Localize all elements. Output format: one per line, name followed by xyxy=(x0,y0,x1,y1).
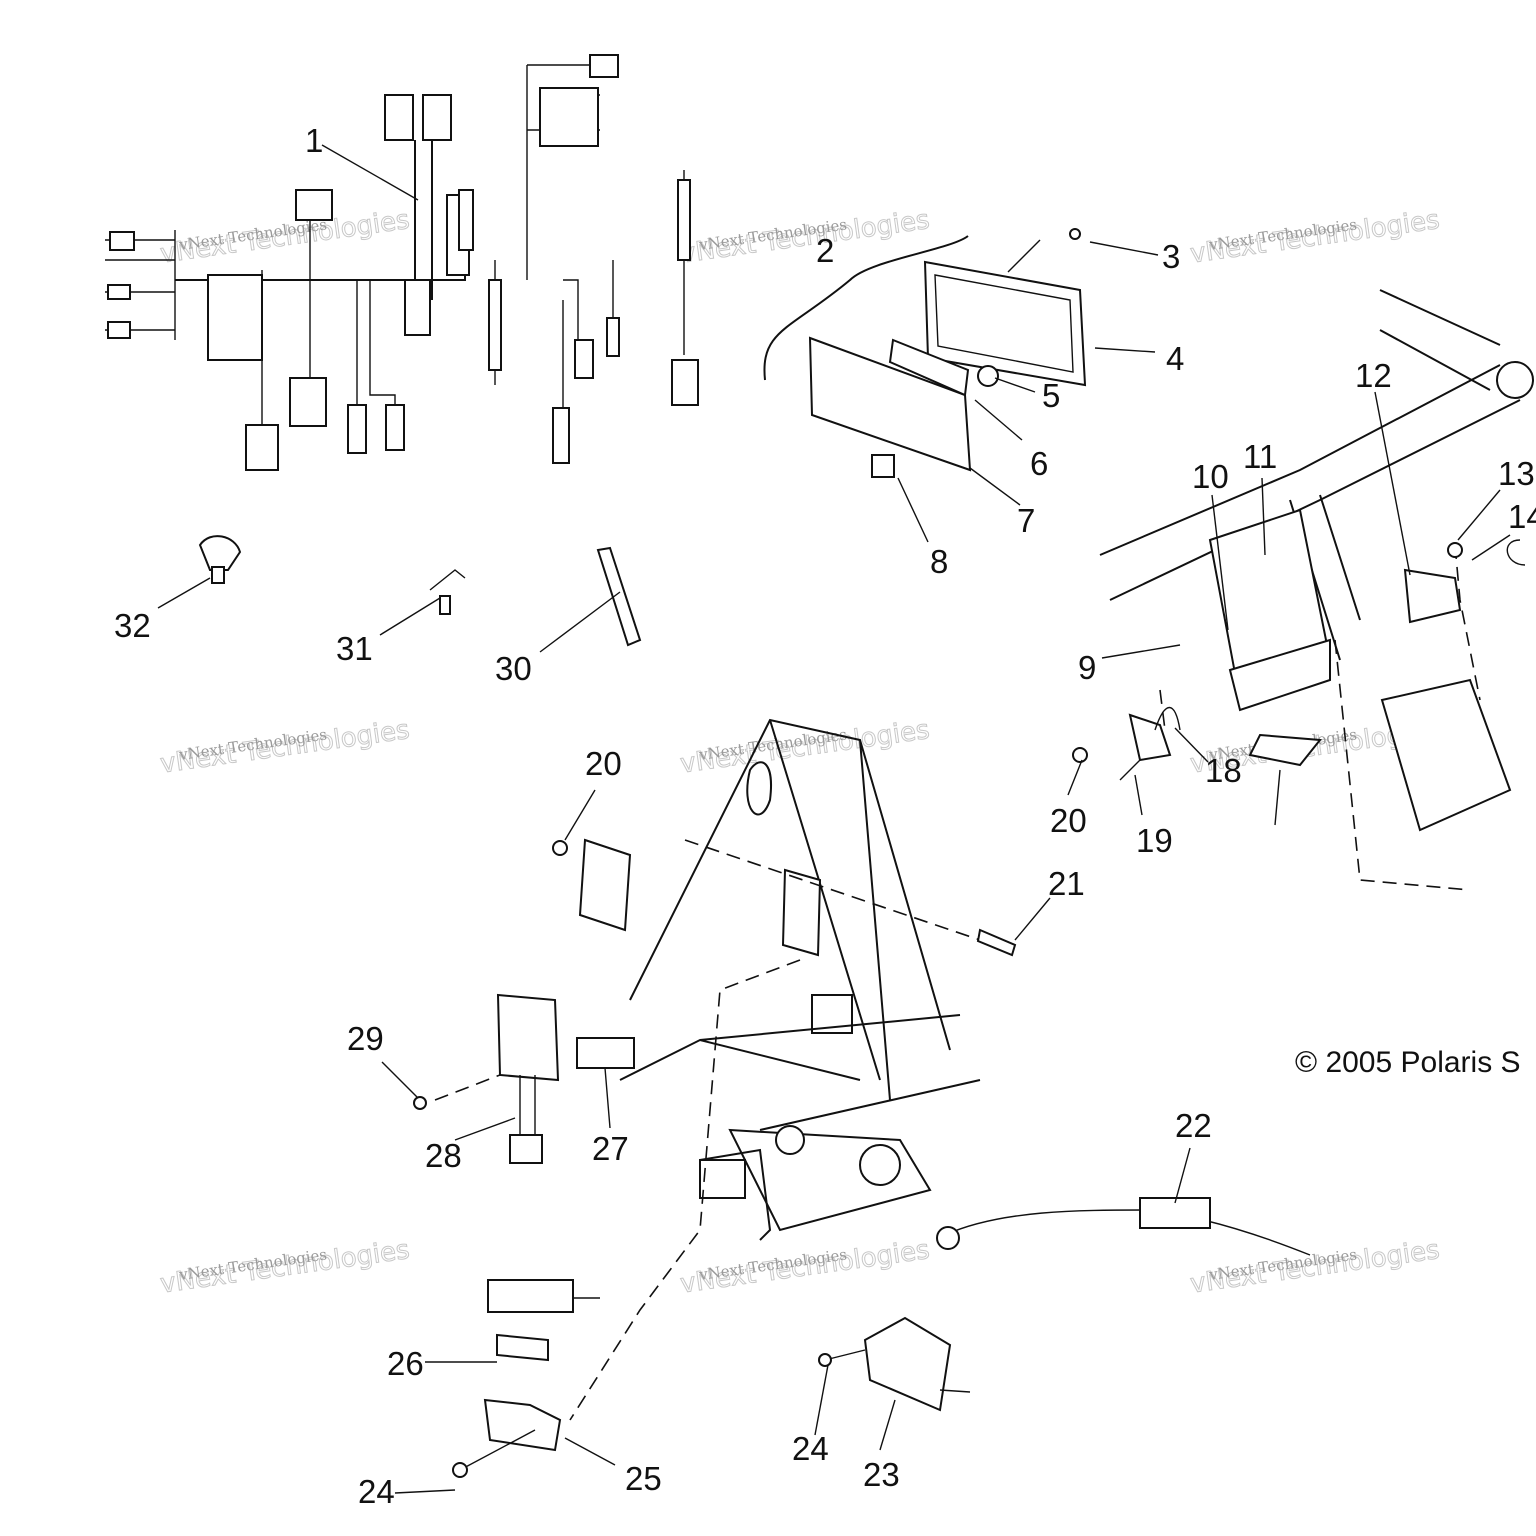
callout-label: 18 xyxy=(1205,752,1242,789)
watermark: vNext Technologies vNext Technologies xyxy=(158,204,412,270)
watermark: vNext Technologies vNext Technologies xyxy=(1188,204,1442,270)
leader-lines xyxy=(157,144,1511,1494)
callout-label: 23 xyxy=(863,1456,900,1493)
tail-light-assembly xyxy=(763,228,1087,478)
frame-and-battery xyxy=(1072,289,1534,891)
callout-label: 2 xyxy=(816,232,834,269)
callout-label: 14 xyxy=(1508,498,1536,535)
callout-label: 21 xyxy=(1048,865,1085,902)
callout-labels: 1 2 3 4 5 6 7 8 9 10 11 12 13 14 18 19 2… xyxy=(114,122,1536,1510)
copyright-text: © 2005 Polaris S xyxy=(1295,1046,1521,1079)
callout-label: 24 xyxy=(792,1430,829,1467)
watermark: vNext Technologies vNext Technologies xyxy=(1188,1234,1442,1300)
callout-label: 3 xyxy=(1162,238,1180,275)
bulb-icon xyxy=(977,365,999,387)
lower-right-parts xyxy=(818,1197,1311,1412)
watermark: vNext Technologies vNext Technologies xyxy=(158,1234,412,1300)
callout-label: 19 xyxy=(1136,822,1173,859)
callout-label: 7 xyxy=(1017,502,1035,539)
wiring-harness xyxy=(105,54,699,471)
callout-label: 24 xyxy=(358,1473,395,1510)
callout-label: 13 xyxy=(1498,455,1535,492)
callout-label: 10 xyxy=(1192,458,1229,495)
callout-label: 6 xyxy=(1030,445,1048,482)
callout-label: 30 xyxy=(495,650,532,687)
callout-label: 27 xyxy=(592,1130,629,1167)
callout-label: 29 xyxy=(347,1020,384,1057)
callout-label: 8 xyxy=(930,543,948,580)
callout-label: 28 xyxy=(425,1137,462,1174)
callout-label: 26 xyxy=(387,1345,424,1382)
callout-label: 20 xyxy=(585,745,622,782)
watermark: vNext Technologies vNext Technologies xyxy=(678,1234,932,1300)
callout-label: 12 xyxy=(1355,357,1392,394)
callout-label: 4 xyxy=(1166,340,1184,377)
callout-label: 20 xyxy=(1050,802,1087,839)
callout-label: 1 xyxy=(305,122,323,159)
callout-label: 5 xyxy=(1042,377,1060,414)
callout-label: 31 xyxy=(336,630,373,667)
callout-label: 32 xyxy=(114,607,151,644)
watermark: vNext Technologies vNext Technologies xyxy=(678,714,932,780)
watermark: vNext Technologies vNext Technologies xyxy=(158,714,412,780)
callout-label: 22 xyxy=(1175,1107,1212,1144)
center-bracket xyxy=(552,718,1017,1421)
lower-left-parts xyxy=(413,993,635,1478)
callout-label: 9 xyxy=(1078,649,1096,686)
callout-label: 11 xyxy=(1243,438,1277,475)
callout-label: 25 xyxy=(625,1460,662,1497)
small-parts xyxy=(198,535,642,647)
screw-icon xyxy=(1069,228,1081,240)
